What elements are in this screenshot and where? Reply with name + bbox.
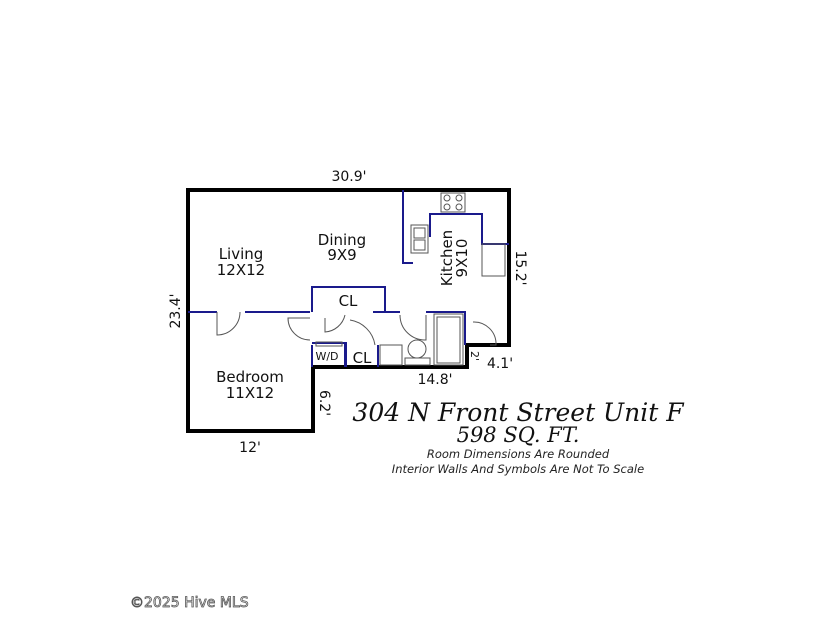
fixtures	[315, 192, 506, 366]
dim-top: 30.9'	[331, 169, 366, 185]
refrigerator-icon	[481, 243, 506, 277]
stove-icon	[440, 192, 466, 213]
dim-step-small: 2'	[468, 351, 481, 361]
door-swings	[216, 311, 497, 346]
room-kitchen-name: Kitchen	[438, 230, 456, 286]
room-dining-size: 9X9	[327, 246, 356, 264]
room-closet-2: CL	[353, 349, 372, 367]
watermark: ©2025 Hive MLS	[130, 595, 249, 611]
washer-dryer-icon	[315, 341, 343, 347]
interior-walls	[188, 190, 509, 367]
address-title: 304 N Front Street Unit F	[352, 398, 685, 427]
dim-bedroom-right: 6.2'	[316, 390, 332, 416]
note-rounded: Room Dimensions Are Rounded	[427, 447, 610, 461]
note-scale: Interior Walls And Symbols Are Not To Sc…	[392, 462, 644, 476]
room-bedroom-name: Bedroom	[216, 368, 284, 386]
dim-bottom-middle: 14.8'	[417, 372, 452, 388]
sink-icon	[410, 224, 429, 254]
room-kitchen-size: 9X10	[453, 239, 471, 278]
bathtub-icon	[433, 313, 464, 366]
room-bedroom-size: 11X12	[226, 384, 274, 402]
exterior-walls	[186, 188, 511, 433]
room-dining-name: Dining	[318, 231, 366, 249]
toilet-icon	[407, 339, 427, 359]
dim-bottom-left: 12'	[239, 440, 261, 456]
room-closet-1: CL	[339, 292, 358, 310]
square-footage: 598 SQ. FT.	[457, 423, 580, 447]
dim-right: 15.2'	[512, 250, 528, 285]
dim-left: 23.4'	[168, 293, 184, 328]
room-living-name: Living	[219, 245, 264, 263]
dim-step-right: 4.1'	[487, 356, 513, 372]
room-living-size: 12X12	[217, 261, 265, 279]
room-washer-dryer: W/D	[315, 350, 338, 363]
bath-sink-icon	[379, 344, 403, 366]
